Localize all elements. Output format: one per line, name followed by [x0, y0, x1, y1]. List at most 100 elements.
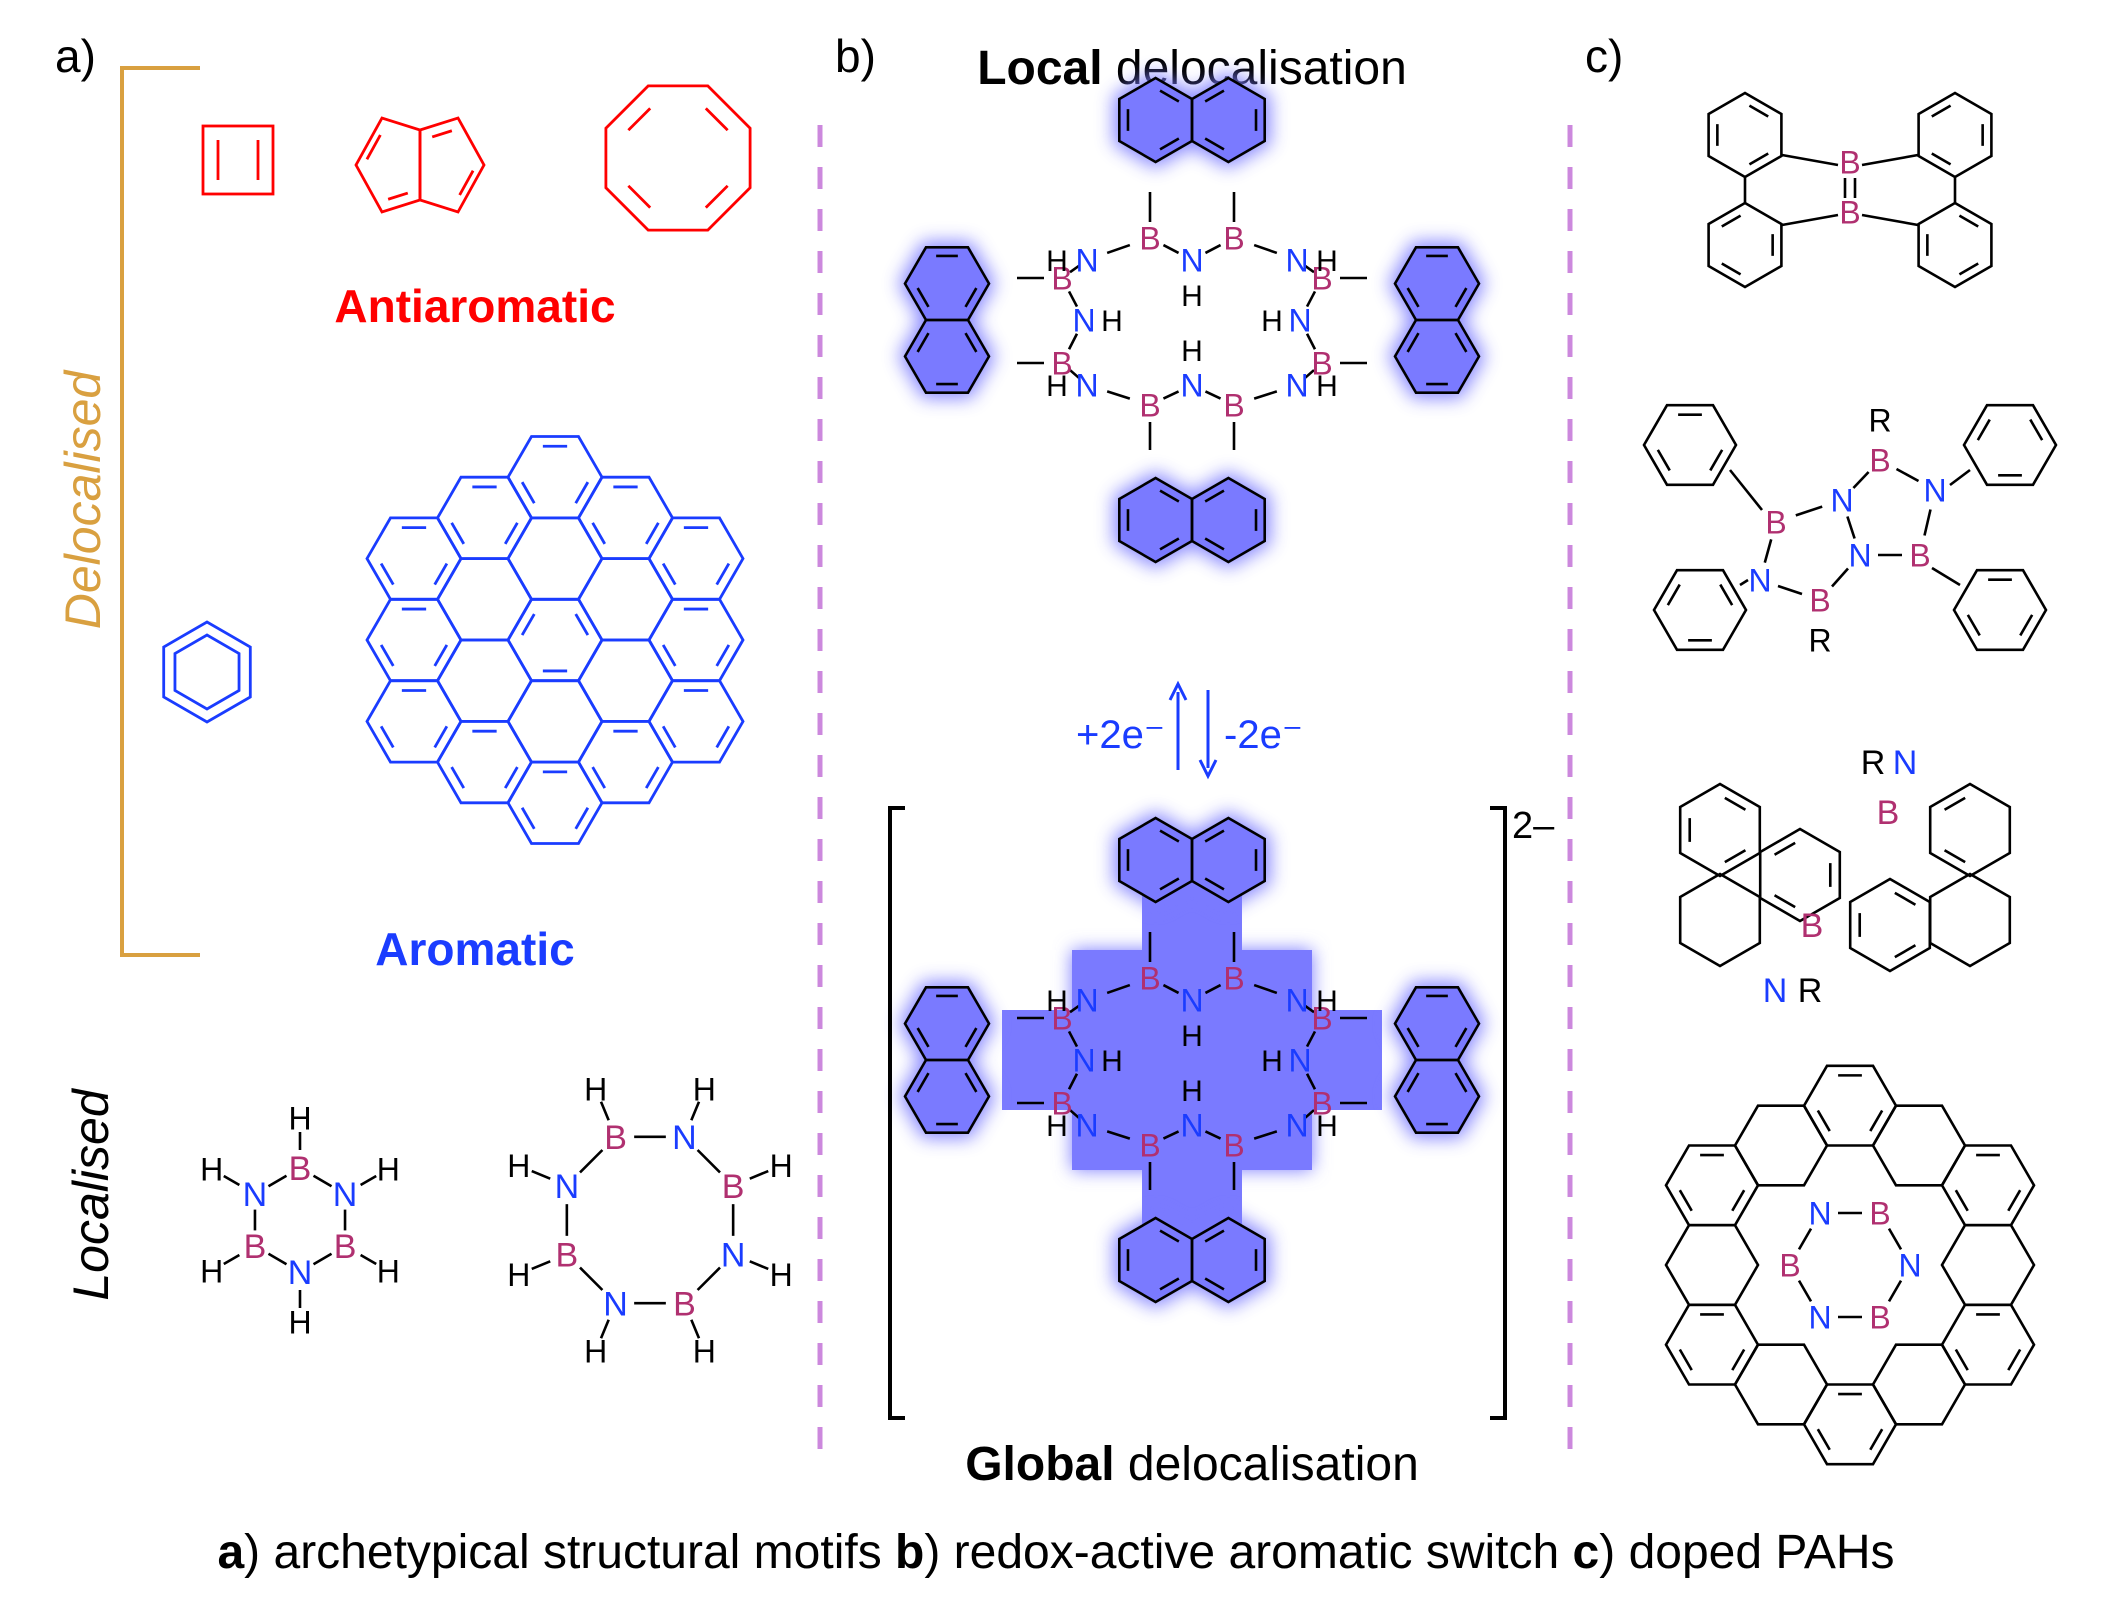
antiaromatic-label: Antiaromatic: [334, 280, 615, 332]
nitrogen-atom: N: [1893, 744, 1918, 782]
redox-arrows: [1168, 680, 1218, 780]
boron-atom: B: [1801, 907, 1824, 945]
boron-atom: B: [604, 1119, 627, 1157]
hydrogen-atom: H: [200, 1152, 223, 1188]
boron-atom: B: [1311, 261, 1332, 297]
boron-atom: B: [1839, 195, 1860, 231]
figure-caption: a) archetypical structural motifs b) red…: [0, 1525, 2112, 1580]
nitrogen-atom: N: [1285, 1108, 1308, 1144]
boron-atom: B: [244, 1228, 267, 1266]
global-delocalisation-title: Global delocalisation: [965, 1438, 1419, 1491]
hydrogen-atom: H: [507, 1148, 530, 1184]
nitrogen-atom: N: [555, 1168, 580, 1206]
hydrogen-atom: H: [507, 1257, 530, 1293]
hydrogen-atom: H: [1046, 1110, 1068, 1143]
nitrogen-atom: N: [1830, 483, 1853, 519]
panel-c-label: c): [1585, 30, 1623, 82]
nitrogen-atom: N: [721, 1237, 746, 1275]
boron-atom: B: [289, 1150, 312, 1188]
nitrogen-atom: N: [1285, 983, 1308, 1019]
nitrogen-atom: N: [1180, 368, 1203, 404]
hydrogen-atom: H: [1101, 305, 1123, 338]
boron-atom: B: [1839, 145, 1860, 181]
diboron-tetrabenzo-structure: BB: [1707, 91, 1993, 289]
delocalised-axis-label: Delocalised: [55, 369, 111, 630]
panel-a: a) Delocalised Localised Antiaromatic Ar…: [55, 30, 793, 1370]
nitrogen-atom: N: [603, 1285, 628, 1323]
panel-a-label: a): [55, 30, 96, 82]
oxidation-label: -2e⁻: [1224, 713, 1303, 757]
boron-atom: B: [673, 1285, 696, 1323]
nitrogen-atom: N: [1808, 1300, 1831, 1336]
hydrogen-atom: H: [584, 1334, 607, 1370]
hydrogen-atom: H: [1181, 1075, 1203, 1108]
boron-atom: B: [1869, 443, 1890, 479]
nitrogen-atom: N: [1808, 1196, 1831, 1232]
boron-atom: B: [1139, 961, 1160, 997]
hexabenzocoronene-structure: [365, 435, 745, 845]
boron-atom: B: [1809, 583, 1830, 619]
delocalisation-bracket: [120, 66, 200, 957]
hydrogen-atom: H: [1316, 245, 1338, 278]
benzene-structure: [162, 620, 252, 724]
boron-atom: B: [1051, 346, 1072, 382]
hydrogen-atom: H: [770, 1257, 793, 1293]
right-bracket: [1490, 806, 1507, 1420]
caption-c-marker: c: [1572, 1526, 1600, 1579]
hydrogen-atom: H: [1316, 1110, 1338, 1143]
boron-atom: B: [1051, 261, 1072, 297]
boron-atom: B: [722, 1168, 745, 1206]
boron-atom: B: [1223, 1128, 1244, 1164]
hydrogen-atom: H: [377, 1152, 400, 1188]
nitrogen-atom: N: [1923, 473, 1946, 509]
hydrogen-atom: H: [770, 1148, 793, 1184]
nitrogen-atom: N: [1288, 303, 1311, 339]
hydrogen-atom: H: [1316, 370, 1338, 403]
nitrogen-atom: N: [1075, 243, 1098, 279]
hydrogen-atom: H: [1046, 985, 1068, 1018]
nitrogen-atom: N: [1075, 983, 1098, 1019]
boron-atom: B: [1139, 388, 1160, 424]
cyclooctatetraene-structure: [604, 84, 752, 232]
localised-axis-label: Localised: [63, 1087, 119, 1300]
boron-atom: B: [556, 1237, 579, 1275]
nitrogen-atom: N: [1748, 563, 1771, 599]
nitrogen-atom: N: [1075, 368, 1098, 404]
nitrogen-atom: N: [1075, 1108, 1098, 1144]
nitrogen-atom: N: [288, 1254, 313, 1292]
panel-b-label: b): [835, 30, 876, 82]
hydrogen-atom: H: [1181, 335, 1203, 368]
caption-b-marker: b: [895, 1526, 925, 1579]
nitrogen-atom: N: [1072, 303, 1095, 339]
hydrogen-atom: H: [693, 1334, 716, 1370]
substituent-r: R: [1808, 623, 1831, 659]
hydrogen-atom: H: [584, 1071, 607, 1107]
boron-atom: B: [1909, 538, 1930, 574]
hydrogen-atom: H: [377, 1254, 400, 1290]
nitrogen-atom: N: [1848, 538, 1871, 574]
hydrogen-atom: H: [1261, 1045, 1283, 1078]
hydrogen-atom: H: [1181, 280, 1203, 313]
boron-atom: B: [1223, 388, 1244, 424]
boron-atom: B: [1311, 1086, 1332, 1122]
cyclobutadiene-structure: [201, 124, 275, 196]
left-bracket: [888, 806, 905, 1420]
nitrogen-atom: N: [243, 1176, 268, 1214]
hydrogen-atom: H: [693, 1071, 716, 1107]
nitrogen-atom: N: [1898, 1248, 1921, 1284]
nitrogen-atom: N: [672, 1119, 697, 1157]
hydrogen-atom: H: [1046, 370, 1068, 403]
nitrogen-atom: N: [1285, 243, 1308, 279]
aromatic-label: Aromatic: [375, 923, 574, 975]
nitrogen-atom: N: [1180, 243, 1203, 279]
caption-a-marker: a: [217, 1526, 245, 1579]
caption-b-text: ) redox-active aromatic switch: [924, 1526, 1573, 1579]
hydrogen-atom: H: [1261, 305, 1283, 338]
